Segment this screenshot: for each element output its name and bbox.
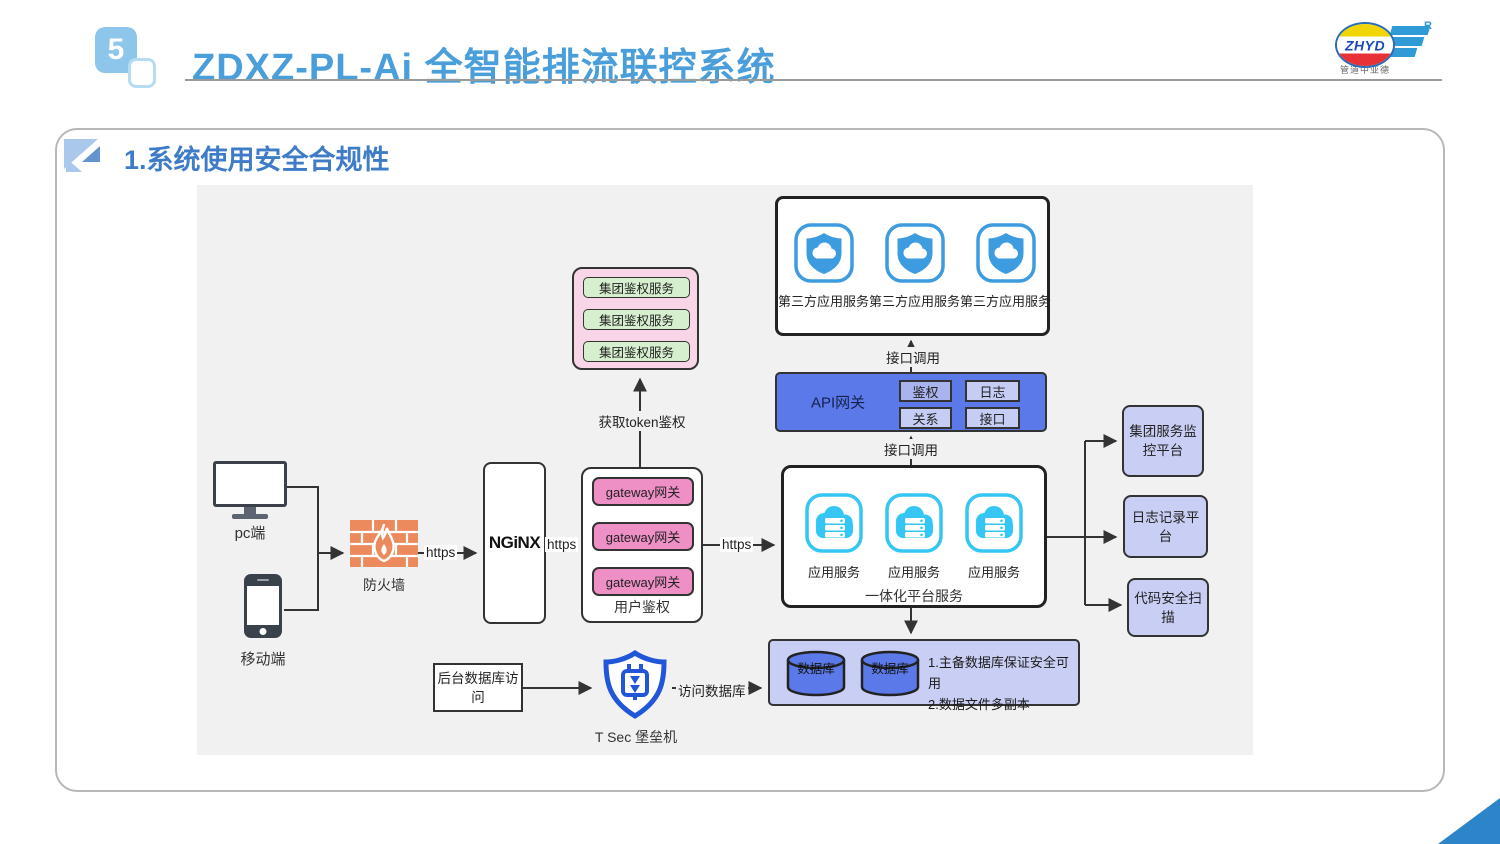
mobile-phone-icon: [244, 574, 282, 638]
https-label: https: [424, 545, 458, 560]
third-party-label: 第三方应用服务: [778, 294, 870, 309]
group-auth-container: 集团鉴权服务 集团鉴权服务 集团鉴权服务: [572, 267, 699, 370]
database-notes: 1.主备数据库保证安全可用 2.数据文件多副本: [928, 652, 1080, 715]
database-cylinder-icon: [786, 650, 846, 697]
third-party-label: 第三方应用服务: [960, 294, 1052, 309]
app-service: 应用服务: [964, 492, 1024, 605]
phone-home-button: [259, 628, 267, 635]
third-party-service: 第三方应用服务: [869, 223, 960, 333]
page-title: ZDXZ-PL-Ai 全智能排流联控系统: [192, 47, 776, 89]
cloud-server-icon: [805, 493, 863, 553]
database-note-2: 2.数据文件多副本: [928, 697, 1030, 712]
third-party-service: 第三方应用服务: [960, 223, 1051, 333]
cloud-server-icon: [965, 493, 1023, 553]
cloud-server-icon: [885, 493, 943, 553]
group-auth-service: 集团鉴权服务: [583, 341, 690, 362]
database-note-1: 1.主备数据库保证安全可用: [928, 655, 1069, 691]
database-label: 数据库: [871, 662, 909, 676]
bastion-label: T Sec 堡垒机: [594, 729, 678, 745]
interface-call-label: 接口调用: [882, 439, 940, 459]
firewall-icon: [350, 520, 418, 567]
phone-speaker: [257, 579, 269, 581]
title-divider: [185, 79, 1442, 81]
flame-icon: [373, 523, 395, 563]
logo-tagline: 管道中亚德: [1339, 65, 1390, 75]
logo-text: ZHYD: [1337, 36, 1393, 54]
api-module-log: 日志: [965, 380, 1020, 402]
token-auth-label: 获取token鉴权: [586, 411, 698, 431]
pc-monitor-stand: [244, 507, 256, 514]
badge-decor-square: [128, 58, 156, 88]
db-access-label: 访问数据库: [676, 680, 748, 700]
api-module-interface: 接口: [965, 407, 1020, 429]
pc-label: pc端: [234, 525, 266, 542]
gateway-container: gateway网关 gateway网关 gateway网关 用户鉴权: [581, 467, 703, 623]
diagram-canvas: [197, 185, 1253, 755]
group-auth-service: 集团鉴权服务: [583, 309, 690, 330]
api-module-auth: 鉴权: [899, 380, 952, 402]
shield-cloud-icon: [793, 223, 854, 283]
pc-monitor-icon: [213, 461, 287, 507]
corner-decor-triangle: [1438, 798, 1500, 844]
https-label: https: [545, 537, 579, 552]
interface-call-label: 接口调用: [884, 347, 942, 367]
panel-log-platform: 日志记录平台: [1123, 495, 1208, 558]
database-container: 数据库 数据库 1.主备数据库保证安全可用 2.数据文件多副本: [768, 639, 1080, 712]
https-label: https: [720, 537, 754, 552]
shield-cloud-icon: [884, 223, 945, 283]
panel-group-monitoring: 集团服务监控平台: [1122, 405, 1204, 477]
platform-container: 应用服务 应用服务 应用服务: [781, 465, 1047, 608]
section-title: 1.系统使用安全合规性: [124, 145, 390, 175]
user-auth-caption: 用户鉴权: [614, 599, 670, 615]
platform-caption: 一体化平台服务: [865, 588, 963, 604]
third-party-service: 第三方应用服务: [778, 223, 869, 333]
bastion-shield-icon: [603, 650, 667, 719]
backend-db-access-box: 后台数据库访问: [433, 663, 523, 712]
api-module-relation: 关系: [899, 407, 952, 429]
app-service: 应用服务: [884, 492, 944, 605]
logo-flag-stripe: [1389, 26, 1431, 35]
gateway-node: gateway网关: [592, 522, 694, 551]
third-party-container: 第三方应用服务 第三方应用服务 第三方应用服务: [775, 196, 1051, 336]
app-service-label: 应用服务: [887, 565, 940, 580]
api-gateway-label: API网关: [811, 394, 866, 412]
shield-cloud-icon: [975, 223, 1036, 283]
gateway-node: gateway网关: [592, 477, 694, 506]
app-service-label: 应用服务: [807, 565, 860, 580]
app-service: 应用服务: [804, 492, 864, 605]
api-gateway: API网关 鉴权 日志 关系 接口: [775, 372, 1047, 432]
database-cylinder-icon: [860, 650, 920, 697]
third-party-label: 第三方应用服务: [869, 294, 961, 309]
mobile-label: 移动端: [240, 651, 286, 668]
nginx-node: NGiNX: [483, 462, 546, 624]
group-auth-service: 集团鉴权服务: [583, 277, 690, 298]
phone-screen: [247, 586, 279, 625]
panel-code-scan: 代码安全扫描: [1127, 578, 1209, 637]
slide-number-badge: 5: [95, 27, 137, 73]
gateway-node: gateway网关: [592, 567, 694, 596]
app-service-label: 应用服务: [967, 565, 1020, 580]
company-logo: ZHYD: [1335, 22, 1395, 68]
firewall-label: 防火墙: [363, 577, 405, 593]
database-label: 数据库: [797, 662, 835, 676]
pc-monitor-base: [232, 514, 268, 519]
